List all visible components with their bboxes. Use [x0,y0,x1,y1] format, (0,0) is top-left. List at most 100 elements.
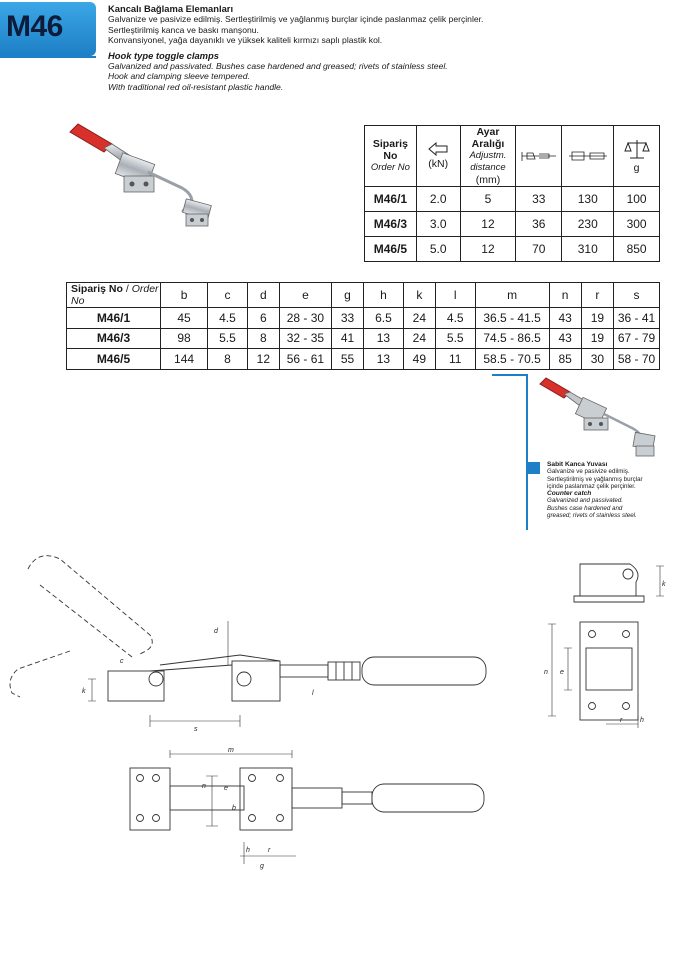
intro-line-tr-3: Konvansiyonel, yağa dayanıklı ve yüksek … [108,35,383,46]
table-row: M46/5 144 8 12 56 - 61 55 13 49 11 58.5 … [66,348,660,370]
column-header: d [246,282,280,308]
column-header: l [434,282,476,308]
clamp-open-value: 36 [515,211,563,237]
dim-cell: 33 [330,307,365,329]
dim-label-l: l [312,690,314,697]
intro-line-en-3: With traditional red oil-resistant plast… [108,81,284,92]
intro-text: Kancalı Bağlama Elemanları Galvanize ve … [108,3,528,92]
order-no-header: Sipariş No / Order No [66,282,161,308]
clamp-closed-value: 230 [561,211,615,237]
dim-cell: 13 [363,348,404,370]
callout-line-tr-2: Sertleştirilmiş ve yağlanmış burçlar [547,475,643,483]
column-header: g [330,282,365,308]
callout-marker [528,462,540,474]
dim-cell: 13 [363,327,404,349]
column-header: k [402,282,436,308]
dim-cell: 41 [330,327,365,349]
adjustment-value: 12 [459,236,517,262]
dim-cell: 19 [580,327,615,349]
catch-dim-label-r: r [620,717,623,724]
intro-line-en-1: Galvanized and passivated. Bushes case h… [108,61,448,72]
order-code: M46/1 [364,186,417,212]
clamp-closed-header [561,125,615,187]
callout-leader-vertical [526,374,528,530]
column-header: b [159,282,209,308]
dim-cell: 8 [207,348,248,370]
table-row: M46/3 98 5.5 8 32 - 35 41 13 24 5.5 74.5… [66,327,660,349]
adjustment-unit: (mm) [475,174,501,186]
intro-title-en: Hook type toggle clamps [108,49,219,61]
weight-value: 300 [613,211,660,237]
callout-leader-horizontal [492,374,526,376]
dim-cell: 144 [159,348,209,370]
clamp-closed-icon [568,151,607,161]
clamp-open-header [515,125,563,187]
catch-dim-label-h: h [640,717,644,724]
table-row: M46/1 2.0 5 33 130 100 [364,186,660,212]
order-no-header-tr: Sipariş No [372,138,408,162]
intro-line-tr-2: Sertleştirilmiş kanca ve baskı manşonu. [108,24,259,35]
adjustment-header-en-2: distance [470,162,506,173]
table-row: M46/3 3.0 12 36 230 300 [364,211,660,237]
dim-cell: 49 [402,348,436,370]
force-unit: (kN) [428,158,449,170]
weight-unit: g [633,162,640,174]
dim-cell: 43 [548,327,582,349]
table-row: M46/5 5.0 12 70 310 850 [364,236,660,262]
column-header: n [548,282,582,308]
order-no-header-en: Order No [71,283,159,307]
order-no-header-sep: / [122,283,132,295]
dim-cell: 4.5 [434,307,476,329]
order-code: M46/5 [364,236,417,262]
table-row: M46/1 45 4.5 6 28 - 30 33 6.5 24 4.5 36.… [66,307,660,329]
dim-label-s: s [194,726,198,733]
intro-line-en-2: Hook and clamping sleeve tempered. [108,71,250,82]
performance-table: Sipariş No Order No (kN) Ayar Aralığı Ad… [364,125,660,262]
clamp-open-icon [521,152,556,161]
dim-cell: 5.5 [434,327,476,349]
catch-dim-label-e: e [560,669,564,676]
dim-cell: 58.5 - 70.5 [474,348,550,370]
dim-cell: 55 [330,348,365,370]
dim-cell: 11 [434,348,476,370]
dim-cell: 36.5 - 41.5 [474,307,550,329]
callout-title-tr: Sabit Kanca Yuvası [547,461,608,468]
order-no-header-en: Order No [370,162,410,173]
clamp-open-value: 70 [515,236,563,262]
weight-value: 100 [613,186,660,212]
dim-label-r: r [268,847,271,854]
order-no-header: Sipariş No Order No [364,125,417,187]
dim-cell: 28 - 30 [278,307,332,329]
scale-icon [623,140,650,159]
column-header: s [613,282,660,308]
order-code: M46/3 [66,327,161,349]
callout-line-en-2: Bushes case hardened and [547,504,623,512]
force-arrow-icon [428,142,448,156]
dim-label-b: b [232,805,236,812]
callout-line-en-3: greased; rivets of stainless steel. [547,512,637,520]
dim-label-g: g [260,863,264,870]
counter-catch-drawing: k n e r h [544,563,666,728]
dim-cell: 74.5 - 86.5 [474,327,550,349]
dim-cell: 30 [580,348,615,370]
dim-cell: 98 [159,327,209,349]
weight-value: 850 [613,236,660,262]
dim-cell: 5.5 [207,327,248,349]
order-no-header-tr: Sipariş No [71,283,123,295]
product-code-badge: M46 [0,2,96,56]
dim-label-d: d [214,628,219,635]
column-header: h [363,282,404,308]
force-header: (kN) [415,125,461,187]
dim-cell: 12 [246,348,280,370]
dim-cell: 36 - 41 [613,307,660,329]
force-value: 5.0 [415,236,461,262]
adjustment-value: 12 [459,211,517,237]
order-code: M46/1 [66,307,161,329]
dim-label-n: n [202,783,206,790]
order-code: M46/3 [364,211,417,237]
column-header: c [207,282,248,308]
adjustment-header: Ayar Aralığı Adjustm. distance (mm) [459,125,517,187]
dim-label-e: e [224,785,228,792]
dim-cell: 24 [402,327,436,349]
dim-cell: 67 - 79 [613,327,660,349]
